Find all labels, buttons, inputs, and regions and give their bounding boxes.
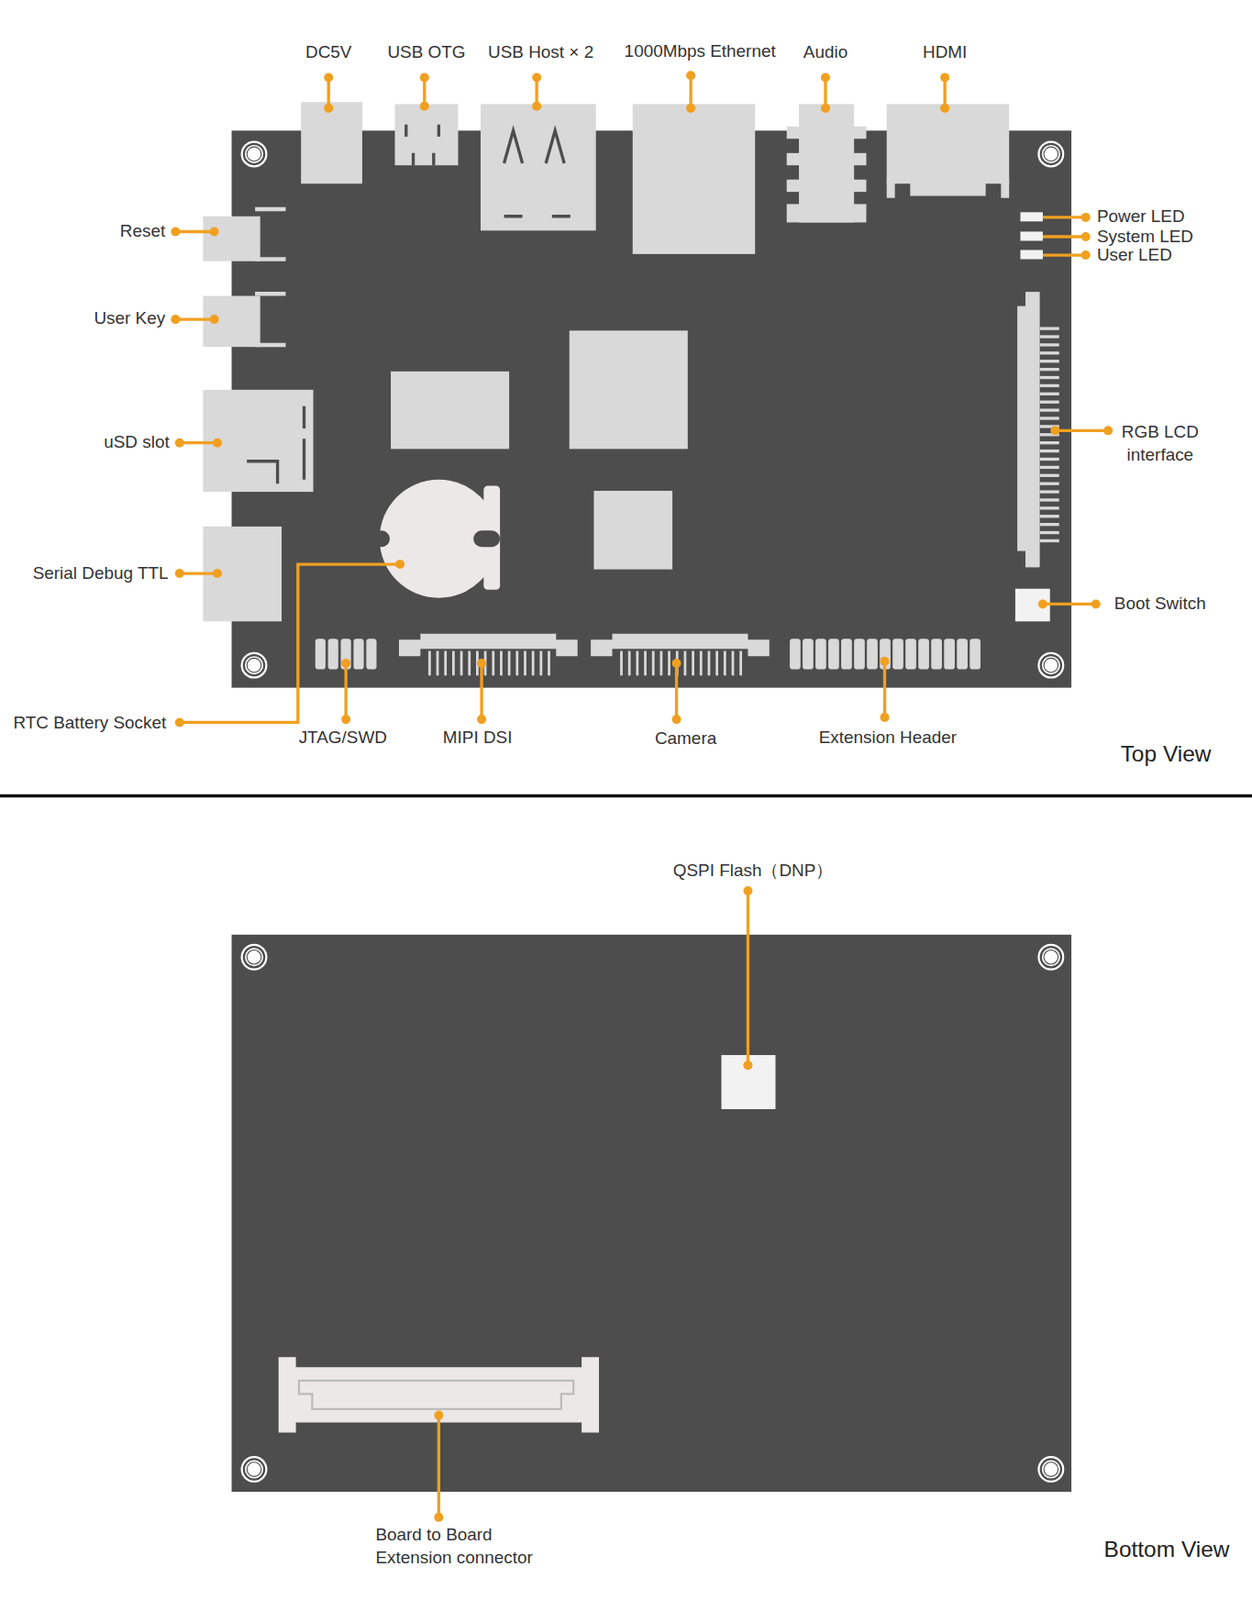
callout-label: HDMI [922, 42, 967, 65]
callout-label: Extension Header [819, 726, 957, 749]
callout-label: System LED [1096, 225, 1194, 248]
callout-label: User LED [1096, 243, 1173, 266]
callout-label: DC5V [305, 42, 352, 65]
callout-label: Serial Debug TTL [33, 562, 169, 585]
callout-label: RTC Battery Socket [12, 711, 167, 734]
callout-label: QSPI Flash（DNP） [673, 860, 833, 883]
callout-label: Reset [120, 220, 166, 243]
callout-label: Top View [1120, 740, 1212, 767]
callout-label: uSD slot [103, 431, 169, 454]
callout-label: JTAG/SWD [299, 726, 388, 749]
callout-label: USB OTG [387, 42, 466, 65]
callout-label: Camera [654, 727, 717, 750]
callout-label: Power LED [1096, 206, 1186, 229]
callout-label: Bottom View [1104, 1536, 1230, 1563]
callout-label: Boot Switch [1114, 592, 1207, 615]
callout-label: USB Host × 2 [487, 42, 594, 65]
callout-label: User Key [93, 307, 166, 330]
callout-label: RGB LCD interface [1108, 421, 1211, 466]
callout-label: 1000Mbps Ethernet [624, 40, 776, 63]
callout-label: Audio [803, 42, 848, 65]
callout-label: Board to Board Extension connector [375, 1524, 551, 1570]
callout-label: MIPI DSI [443, 726, 513, 749]
